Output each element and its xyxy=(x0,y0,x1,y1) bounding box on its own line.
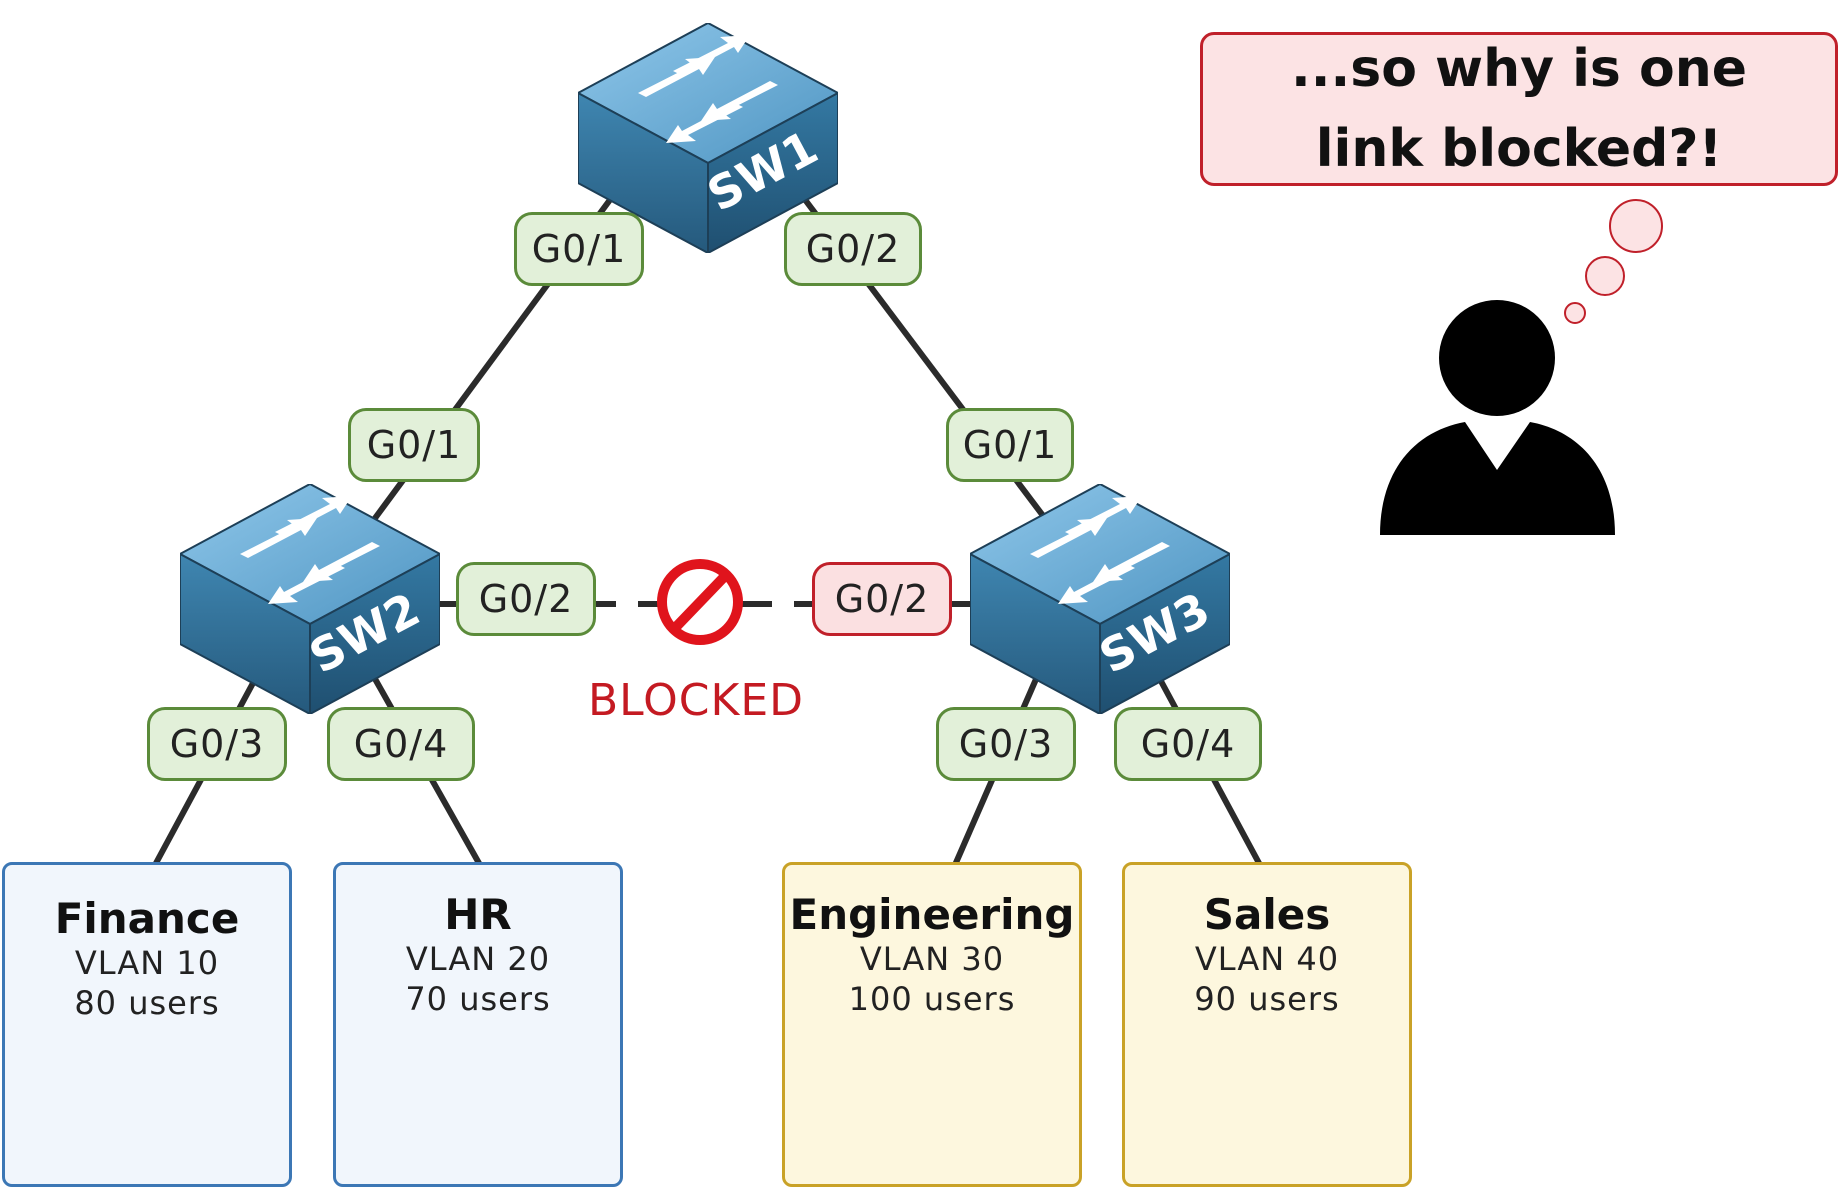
thought-bubble: ...so why is one link blocked?! xyxy=(1200,32,1838,186)
switch-sw2: SW2 xyxy=(180,484,440,714)
group-users: 70 users xyxy=(405,980,551,1018)
port-sw1-g0-1: G0/1 xyxy=(514,212,644,286)
port-sw2-g0-4: G0/4 xyxy=(327,707,475,781)
blocked-label: BLOCKED xyxy=(588,675,805,726)
thought-text: ...so why is one link blocked?! xyxy=(1291,39,1747,179)
group-name: Sales xyxy=(1203,890,1331,939)
group-users: 100 users xyxy=(848,980,1016,1018)
group-vlan: VLAN 40 xyxy=(1194,940,1340,978)
group-sales: Sales VLAN 40 90 users xyxy=(1122,862,1412,1187)
switch-sw3: SW3 xyxy=(970,484,1230,714)
group-name: HR xyxy=(444,890,512,939)
port-sw2-g0-1: G0/1 xyxy=(348,408,480,482)
port-sw3-g0-4: G0/4 xyxy=(1114,707,1262,781)
port-sw1-g0-2: G0/2 xyxy=(784,212,922,286)
blocked-icon xyxy=(657,559,743,645)
port-sw2-g0-3: G0/3 xyxy=(147,707,287,781)
port-sw3-g0-2-blocked: G0/2 xyxy=(812,562,952,636)
group-vlan: VLAN 20 xyxy=(405,940,551,978)
group-finance: Finance VLAN 10 80 users xyxy=(2,862,292,1187)
group-name: Engineering xyxy=(789,890,1075,939)
thought-dot-small xyxy=(1564,302,1586,324)
group-hr: HR VLAN 20 70 users xyxy=(333,862,623,1187)
group-users: 90 users xyxy=(1194,980,1340,1018)
person-icon xyxy=(1380,300,1615,535)
group-vlan: VLAN 10 xyxy=(74,944,220,982)
thought-dot-large xyxy=(1609,199,1663,253)
port-sw3-g0-1: G0/1 xyxy=(946,408,1074,482)
port-sw3-g0-3: G0/3 xyxy=(936,707,1076,781)
group-vlan: VLAN 30 xyxy=(859,940,1005,978)
group-users: 80 users xyxy=(74,984,220,1022)
thought-dot-medium xyxy=(1585,256,1625,296)
group-engineering: Engineering VLAN 30 100 users xyxy=(782,862,1082,1187)
group-name: Finance xyxy=(54,894,240,943)
port-sw2-g0-2: G0/2 xyxy=(456,562,596,636)
